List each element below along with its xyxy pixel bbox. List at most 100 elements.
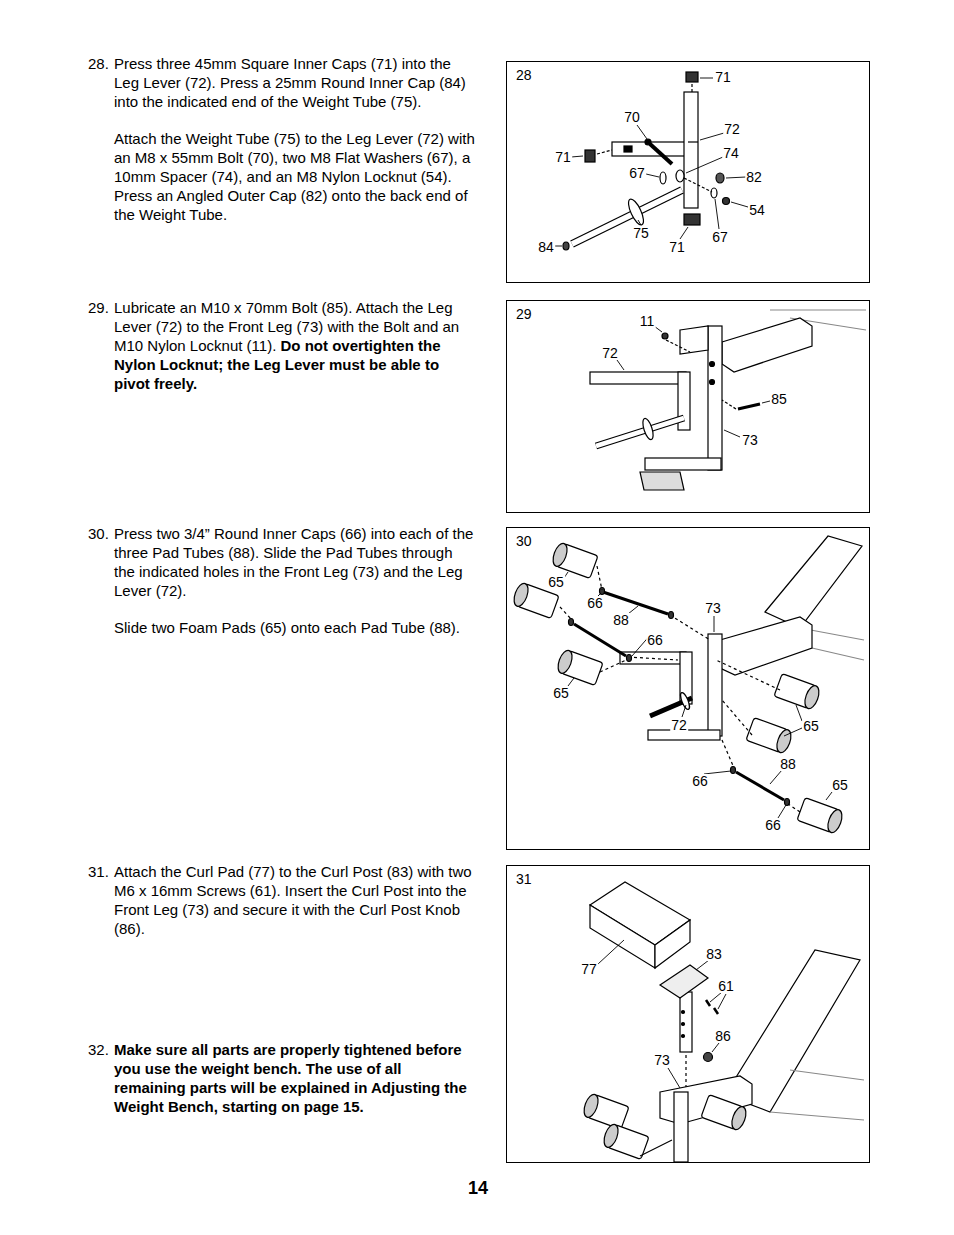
callout-number: 11 <box>639 314 656 328</box>
leader-line <box>715 199 719 229</box>
leg-lever-parts <box>684 214 700 225</box>
leg-lever-parts <box>650 144 672 164</box>
bench-pads <box>746 718 794 755</box>
figure-number: 28 <box>507 62 532 83</box>
callout-number: 67 <box>628 166 646 180</box>
callout-number: 71 <box>714 70 732 84</box>
leg-lever-parts <box>645 139 651 145</box>
curl-pad-assembly <box>674 1092 688 1162</box>
bench-front-leg <box>662 333 668 339</box>
bench-pads <box>669 612 674 619</box>
bench-pads <box>765 536 862 628</box>
bench-pads <box>708 634 722 736</box>
bench-front-leg <box>680 326 708 354</box>
bench-pads <box>670 615 710 640</box>
callout-number: 66 <box>586 596 604 610</box>
leg-lever-parts <box>597 150 612 154</box>
bench-pads <box>722 740 734 768</box>
leader-line <box>696 960 709 970</box>
bench-pads <box>628 657 678 660</box>
callout-number: 88 <box>612 613 630 627</box>
curl-pad-assembly <box>770 1112 864 1120</box>
leg-lever-parts <box>660 172 666 184</box>
leader-line <box>700 78 713 79</box>
callout-number: 71 <box>668 240 686 254</box>
step-number: 30. <box>88 524 109 543</box>
curl-pad-assembly <box>581 1093 629 1130</box>
callout-number: 66 <box>691 774 709 788</box>
bench-pads <box>569 619 574 626</box>
bench-pads <box>574 624 626 656</box>
bench-pads <box>555 649 574 676</box>
leader-line <box>826 792 832 800</box>
curl-pad-assembly <box>685 1055 686 1088</box>
figure-number: 29 <box>507 301 532 322</box>
curl-pad-assembly <box>601 1123 620 1150</box>
page-number: 14 <box>468 1178 488 1198</box>
leader-line <box>638 220 641 225</box>
leader-line <box>712 1043 719 1052</box>
leader-line <box>762 401 770 403</box>
step-text: Attach the Weight Tube (75) to the Leg L… <box>114 129 476 224</box>
leader-line <box>682 705 686 717</box>
bench-pads <box>511 536 864 834</box>
leader-line <box>731 202 748 207</box>
figure-panel: 29 <box>506 300 870 513</box>
leader-line <box>568 678 574 686</box>
step-number: 31. <box>88 862 109 881</box>
bench-front-leg <box>641 417 655 440</box>
callout-number: 54 <box>748 203 766 217</box>
callout-number: 75 <box>632 226 650 240</box>
callout-number: 83 <box>705 947 723 961</box>
bench-pads <box>788 804 800 812</box>
step-text: Slide two Foam Pads (65) onto each Pad T… <box>114 618 476 637</box>
bench-pads <box>774 674 822 711</box>
leader-line <box>778 805 786 818</box>
curl-pad-assembly <box>601 1123 649 1160</box>
curl-pad-assembly <box>655 920 690 968</box>
bench-front-leg <box>722 318 812 372</box>
bench-pads <box>600 660 626 672</box>
step-number: 28. <box>88 54 109 73</box>
callout-number: 73 <box>704 601 722 615</box>
bench-pads <box>550 542 569 569</box>
curl-pad-assembly <box>682 1035 685 1038</box>
bench-pads <box>731 767 736 774</box>
callout-number: 86 <box>714 1029 732 1043</box>
leg-lever-parts <box>626 197 647 227</box>
bench-pads <box>797 798 845 835</box>
bench-front-leg <box>590 372 686 384</box>
leader-line <box>718 994 726 1009</box>
bench-front-leg <box>666 340 690 352</box>
bench-pads <box>720 617 812 675</box>
curl-pad-assembly <box>581 1093 600 1120</box>
bench-front-leg <box>590 310 866 490</box>
callout-number: 70 <box>623 110 641 124</box>
callout-number: 85 <box>770 392 788 406</box>
step-text: Press three 45mm Square Inner Caps (71) … <box>114 54 476 111</box>
callout-number: 71 <box>554 150 572 164</box>
step-text: Press two 3/4” Round Inner Caps (66) int… <box>114 524 476 600</box>
step-text: Make sure all parts are properly tighten… <box>114 1040 476 1116</box>
bench-front-leg <box>596 418 684 446</box>
leader-line <box>555 78 748 246</box>
leader-line <box>726 177 746 178</box>
callout-number: 66 <box>764 818 782 832</box>
callout-number: 65 <box>547 575 565 589</box>
curl-pad-assembly <box>680 992 692 1052</box>
leader-line <box>637 125 647 139</box>
step-text: Attach the Curl Pad (77) to the Curl Pos… <box>114 862 476 938</box>
leader-line <box>598 940 624 964</box>
bench-pads <box>716 660 780 690</box>
leg-lever-parts <box>716 173 724 183</box>
curl-pad-assembly <box>640 1140 672 1156</box>
leader-line <box>784 728 802 736</box>
step-paragraph: Lubricate an M10 x 70mm Bolt (85). Attac… <box>114 298 476 393</box>
curl-pad-assembly <box>729 1105 748 1132</box>
leg-lever-parts <box>572 190 682 244</box>
curl-pad-assembly <box>790 1070 864 1080</box>
bench-front-leg <box>596 418 684 446</box>
bench-pads <box>550 542 598 579</box>
callout-number: 67 <box>711 230 729 244</box>
